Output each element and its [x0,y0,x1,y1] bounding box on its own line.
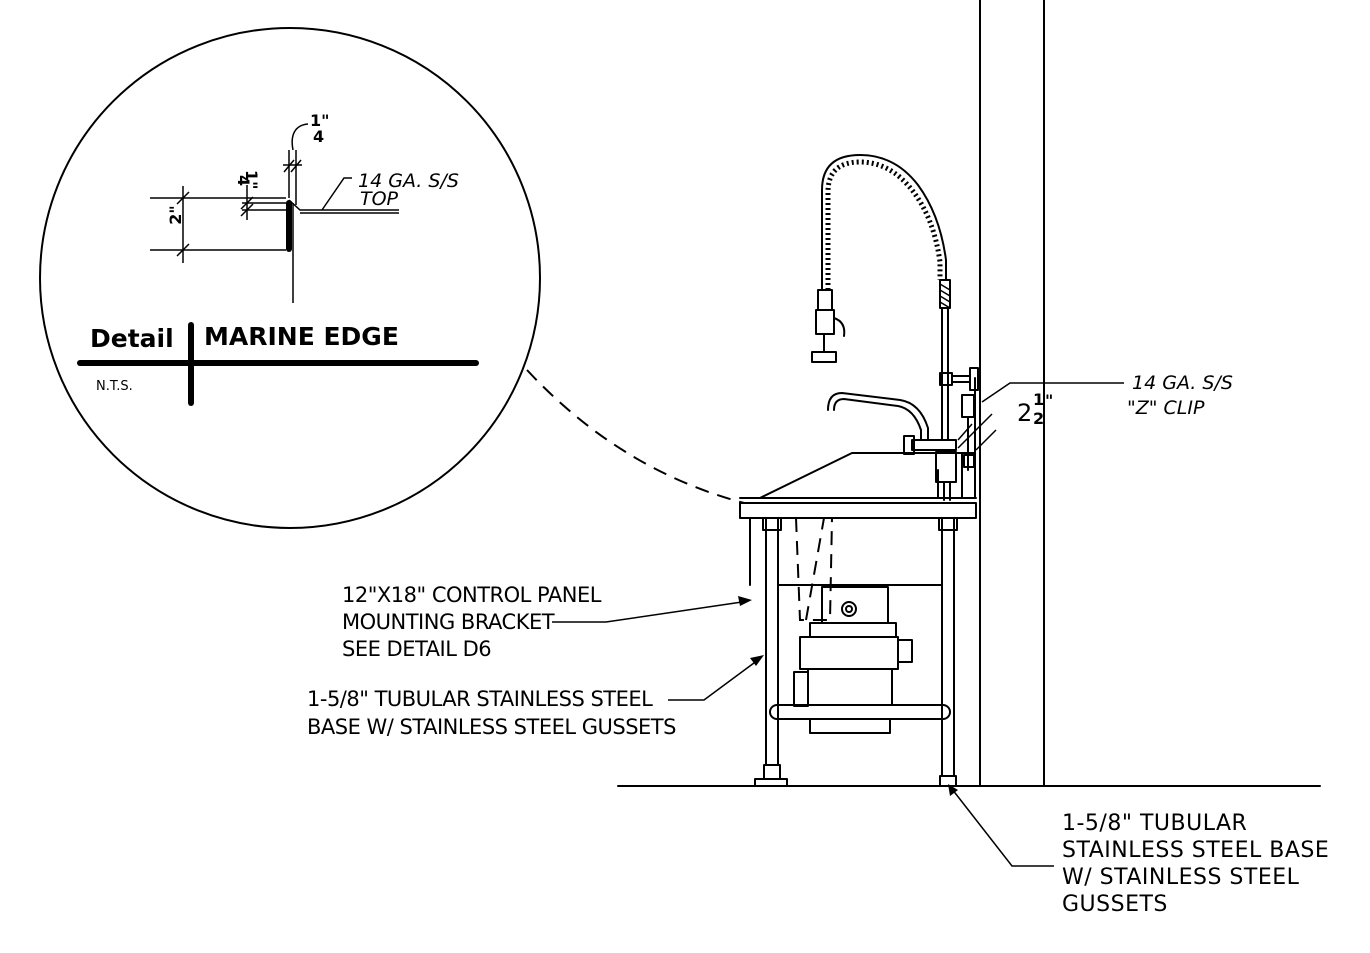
base-right-leader [951,788,1054,867]
zclip-dim-quote: " [1045,391,1053,410]
base-right-label-3: W/ STAINLESS STEEL [1062,865,1300,890]
base-left-leader [668,659,759,701]
zclip-label-line1: 14 GA. S/S [1132,372,1233,394]
control-panel-label-1: 12"X18" CONTROL PANEL [342,583,602,607]
detail-bubble: 1" 4 1" 4 2" 14 GA. S/S TOP Detail MARIN… [39,27,541,529]
dim-two: 2" [166,205,185,224]
zclip-dim-num: 1 [1033,390,1044,409]
detail-title-block [77,322,479,406]
base-left-label-2: BASE W/ STAINLESS STEEL GUSSETS [307,715,676,739]
base-right-label-2: STAINLESS STEEL BASE [1062,838,1329,863]
z-clip-detail [957,377,1124,499]
dim-quarter-top: 1" [310,111,329,130]
disposer [793,586,913,734]
base-right-label-4: GUSSETS [1062,892,1168,917]
detail-title-left: Detail [90,324,174,353]
wall [979,0,1045,787]
table [739,452,977,787]
control-panel-label-3: SEE DETAIL D6 [342,637,491,661]
detail-callout-line1: 14 GA. S/S [358,170,459,192]
pre-rinse-faucet [811,154,979,501]
zclip-dim-whole: 2 [1017,399,1032,427]
base-left-arrow [750,655,764,666]
zclip-dim-den: 2 [1033,409,1044,428]
zclip-label-line2: "Z" CLIP [1127,397,1205,419]
dim-quarter-top-den: 4 [313,127,324,146]
detail-leader [526,369,745,504]
dim-quarter-side: 1" [242,170,261,189]
detail-scale: N.T.S. [96,379,133,394]
control-panel-leader [552,601,743,623]
base-right-arrow [948,784,958,796]
base-left-label-1: 1-5/8" TUBULAR STAINLESS STEEL [307,687,653,711]
marine-edge-profile [150,123,399,303]
detail-title-right: MARINE EDGE [204,322,399,351]
control-panel-arrow [738,596,752,606]
dim-quarter-side-den: 4 [234,175,253,186]
detail-callout-line2: TOP [360,188,399,210]
base-right-label-1: 1-5/8" TUBULAR [1062,811,1247,836]
control-panel-label-2: MOUNTING BRACKET [342,610,555,634]
